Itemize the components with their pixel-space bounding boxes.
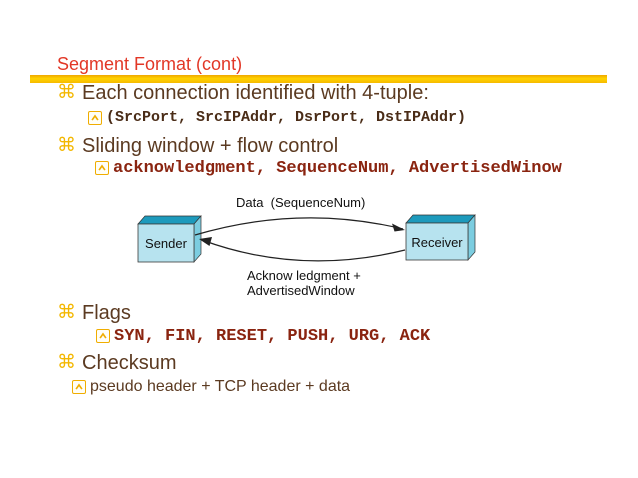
receiver-box: Receiver [405, 214, 476, 261]
title-underline-bar [30, 75, 607, 83]
subbullet-acknowledgment: acknowledgment, SequenceNum, AdvertisedW… [95, 159, 562, 179]
subbullet-4tuple: (SrcPort, SrcIPAddr, DsrPort, DstIPAddr) [88, 109, 466, 126]
chevron-box-bullet-icon [88, 111, 102, 125]
bullet-each-connection: ⌘ Each connection identified with 4-tupl… [57, 82, 429, 104]
bullet-flags: ⌘ Flags [57, 302, 131, 324]
bullet-text: Each connection identified with 4-tuple: [82, 82, 429, 104]
subbullet-text: pseudo header + TCP header + data [90, 378, 351, 395]
chevron-box-bullet-icon [96, 329, 110, 343]
ack-label-line1: Acknow ledgment + [247, 268, 361, 283]
ack-arrow [201, 239, 406, 262]
sender-label: Sender [145, 236, 188, 251]
subbullet-text: acknowledgment, SequenceNum, AdvertisedW… [113, 159, 562, 178]
bullet-checksum: ⌘ Checksum [57, 352, 176, 374]
receiver-label: Receiver [411, 235, 463, 250]
ack-arrowhead-icon [199, 237, 212, 246]
bullet-text: Sliding window + flow control [82, 135, 339, 157]
sender-box: Sender [137, 215, 202, 263]
sender-box-front-face [137, 223, 195, 263]
slide-title: Segment Format (cont) [57, 54, 243, 74]
chevron-box-bullet-icon [72, 380, 86, 394]
chevron-box-bullet-icon [95, 161, 109, 175]
bullet-sliding-window: ⌘ Sliding window + flow control [57, 135, 338, 157]
data-arrow [194, 217, 404, 236]
receiver-box-top-face [405, 214, 476, 224]
subbullet-flag-list: SYN, FIN, RESET, PUSH, URG, ACK [96, 327, 430, 347]
command-bullet-icon: ⌘ [57, 82, 76, 103]
bullet-text: Checksum [82, 352, 177, 374]
bullet-text: Flags [82, 302, 131, 324]
ack-label-line2: AdvertisedWindow [247, 283, 355, 298]
receiver-box-side-face [467, 214, 476, 261]
receiver-box-front-face [405, 222, 469, 261]
data-sequencenum-label: Data (SequenceNum) [236, 195, 365, 210]
command-bullet-icon: ⌘ [57, 302, 76, 323]
subbullet-text: SYN, FIN, RESET, PUSH, URG, ACK [114, 327, 431, 346]
subbullet-text: (SrcPort, SrcIPAddr, DsrPort, DstIPAddr) [106, 109, 467, 126]
sender-box-top-face [137, 215, 202, 225]
subbullet-pseudo-header: pseudo header + TCP header + data [72, 378, 350, 396]
command-bullet-icon: ⌘ [57, 352, 76, 373]
command-bullet-icon: ⌘ [57, 135, 76, 156]
sender-receiver-diagram: Data (SequenceNum) Sender Receiver Ackno… [137, 195, 476, 298]
data-arrowhead-icon [392, 223, 405, 232]
